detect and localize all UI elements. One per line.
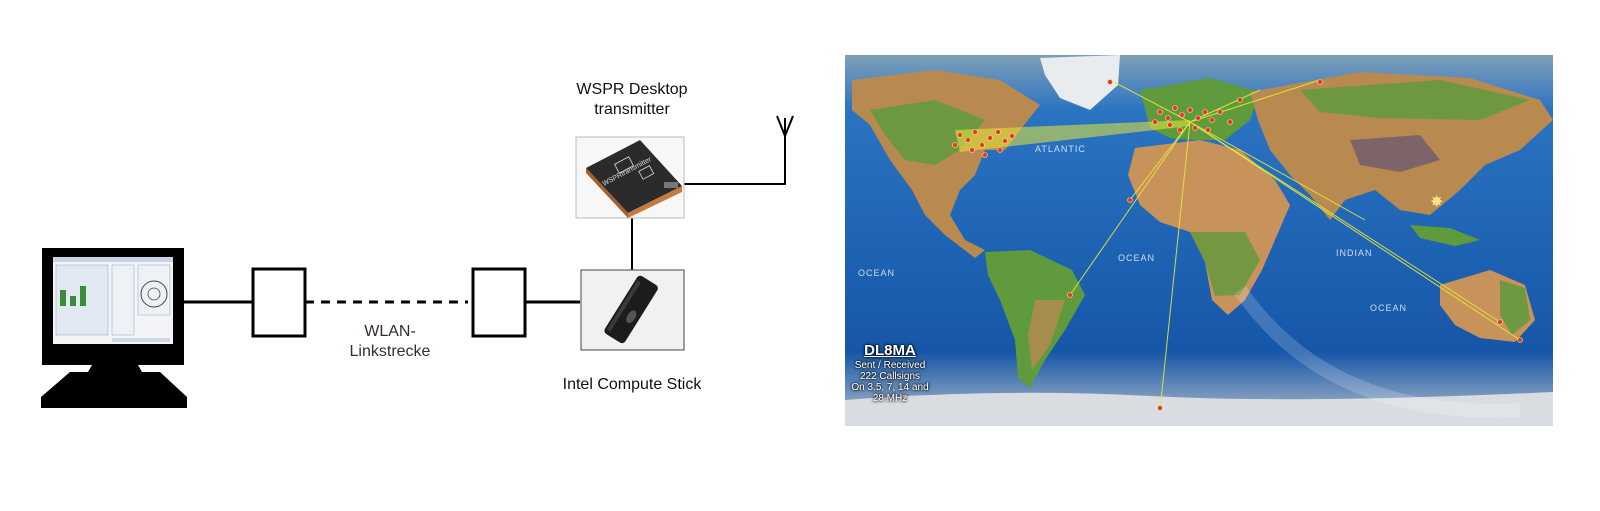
caption-line3: On 3.5, 7, 14 and <box>851 382 929 393</box>
map-caption: DL8MA Sent / Received 222 Callsigns On 3… <box>838 342 942 404</box>
wlan-adapter-right <box>471 267 527 338</box>
transmitter-label-line2: transmitter <box>594 101 670 118</box>
caption-line2: 222 Callsigns <box>859 371 921 382</box>
antarctica <box>845 392 1553 426</box>
compute-stick-photo <box>580 269 685 351</box>
transmitter-label-line1: WSPR Desktop <box>576 81 688 98</box>
world-map: ✸ <box>845 55 1553 426</box>
indonesia <box>1410 225 1480 246</box>
antenna-cable <box>682 123 786 185</box>
sun-marker-icon: ✸ <box>1430 192 1443 211</box>
callsign: DL8MA <box>864 342 916 359</box>
antenna-icon <box>776 115 794 137</box>
ocean-label-right: OCEAN <box>1370 303 1408 313</box>
greenland <box>1040 55 1120 110</box>
wlan-label-line2: Linkstrecke <box>349 343 431 360</box>
ocean-label-indian: INDIAN <box>1336 248 1373 258</box>
station-markers <box>952 79 1523 411</box>
wlan-label-line1: WLAN- <box>364 323 416 340</box>
ocean-label-mid: OCEAN <box>1118 253 1156 263</box>
caption-line4: 28 MHz <box>872 393 908 404</box>
ocean-label-left: OCEAN <box>858 268 896 278</box>
ocean-label-atlantic: ATLANTIC <box>1035 144 1086 154</box>
wlan-adapter-left <box>251 267 307 338</box>
computer-icon <box>41 248 187 408</box>
compute-stick-label: Intel Compute Stick <box>562 376 702 393</box>
wlan-link-label: WLAN- Linkstrecke <box>330 322 450 362</box>
transmitter-label: WSPR Desktop transmitter <box>560 80 704 120</box>
wspr-transmitter-photo: WSPRtransmitter <box>575 136 685 219</box>
propagation-paths <box>955 79 1521 411</box>
caption-line1: Sent / Received <box>854 360 926 371</box>
